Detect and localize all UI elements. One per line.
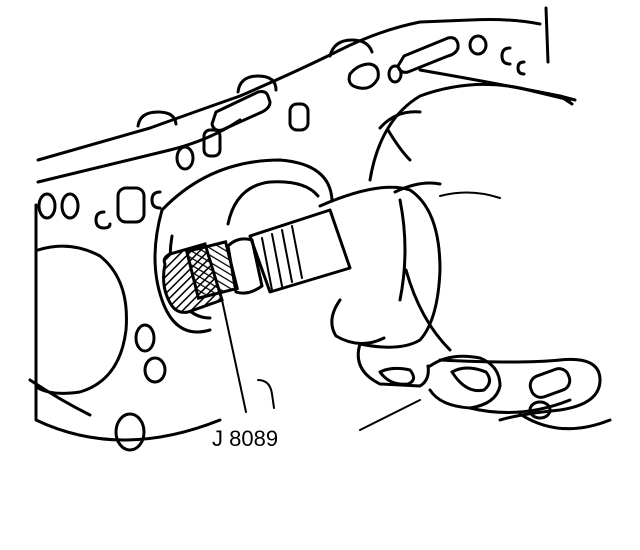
cylinder-bore	[36, 244, 128, 395]
bolt-hole	[37, 192, 57, 220]
callout-leader	[221, 299, 275, 413]
leader-line	[221, 299, 247, 413]
oil-passage-slot	[202, 128, 222, 158]
cylinder-bore-inner	[226, 180, 320, 226]
cylinder-bore-outer	[160, 158, 334, 212]
finger	[330, 298, 386, 345]
bolt-hole	[387, 64, 403, 84]
bolt-hole-c	[94, 210, 112, 230]
bolt-hole-c	[500, 46, 512, 66]
tool-callout-label: J 8089	[212, 426, 279, 451]
cylinder-bore-outer	[153, 208, 212, 334]
drill-housing	[318, 185, 442, 349]
bolt-hole	[175, 145, 195, 171]
thumb	[428, 354, 502, 410]
cleaning-tool	[162, 208, 352, 314]
oil-passage-slot	[288, 102, 310, 132]
finger-crease	[404, 268, 452, 352]
oil-passage-slot	[528, 367, 572, 399]
thumbnail	[450, 366, 491, 393]
drill-and-hand	[318, 82, 574, 414]
tool-chuck	[226, 237, 264, 295]
coolant-slot	[347, 62, 380, 90]
bolt-hole-c	[516, 60, 526, 76]
hand-back	[368, 82, 572, 182]
fingernail	[378, 366, 415, 386]
bolt-hole	[60, 192, 80, 220]
bolt-hole	[143, 356, 167, 384]
bolt-hole-c	[150, 190, 162, 210]
drill-nose	[248, 208, 352, 294]
finger	[356, 342, 430, 388]
bolt-hole	[468, 34, 488, 56]
gasket-holes	[37, 34, 572, 452]
coolant-slot	[210, 90, 272, 132]
oil-passage-slot	[116, 186, 146, 224]
bolt-hole	[134, 323, 156, 353]
bolt-hole	[114, 412, 146, 452]
coolant-slot	[396, 36, 460, 74]
